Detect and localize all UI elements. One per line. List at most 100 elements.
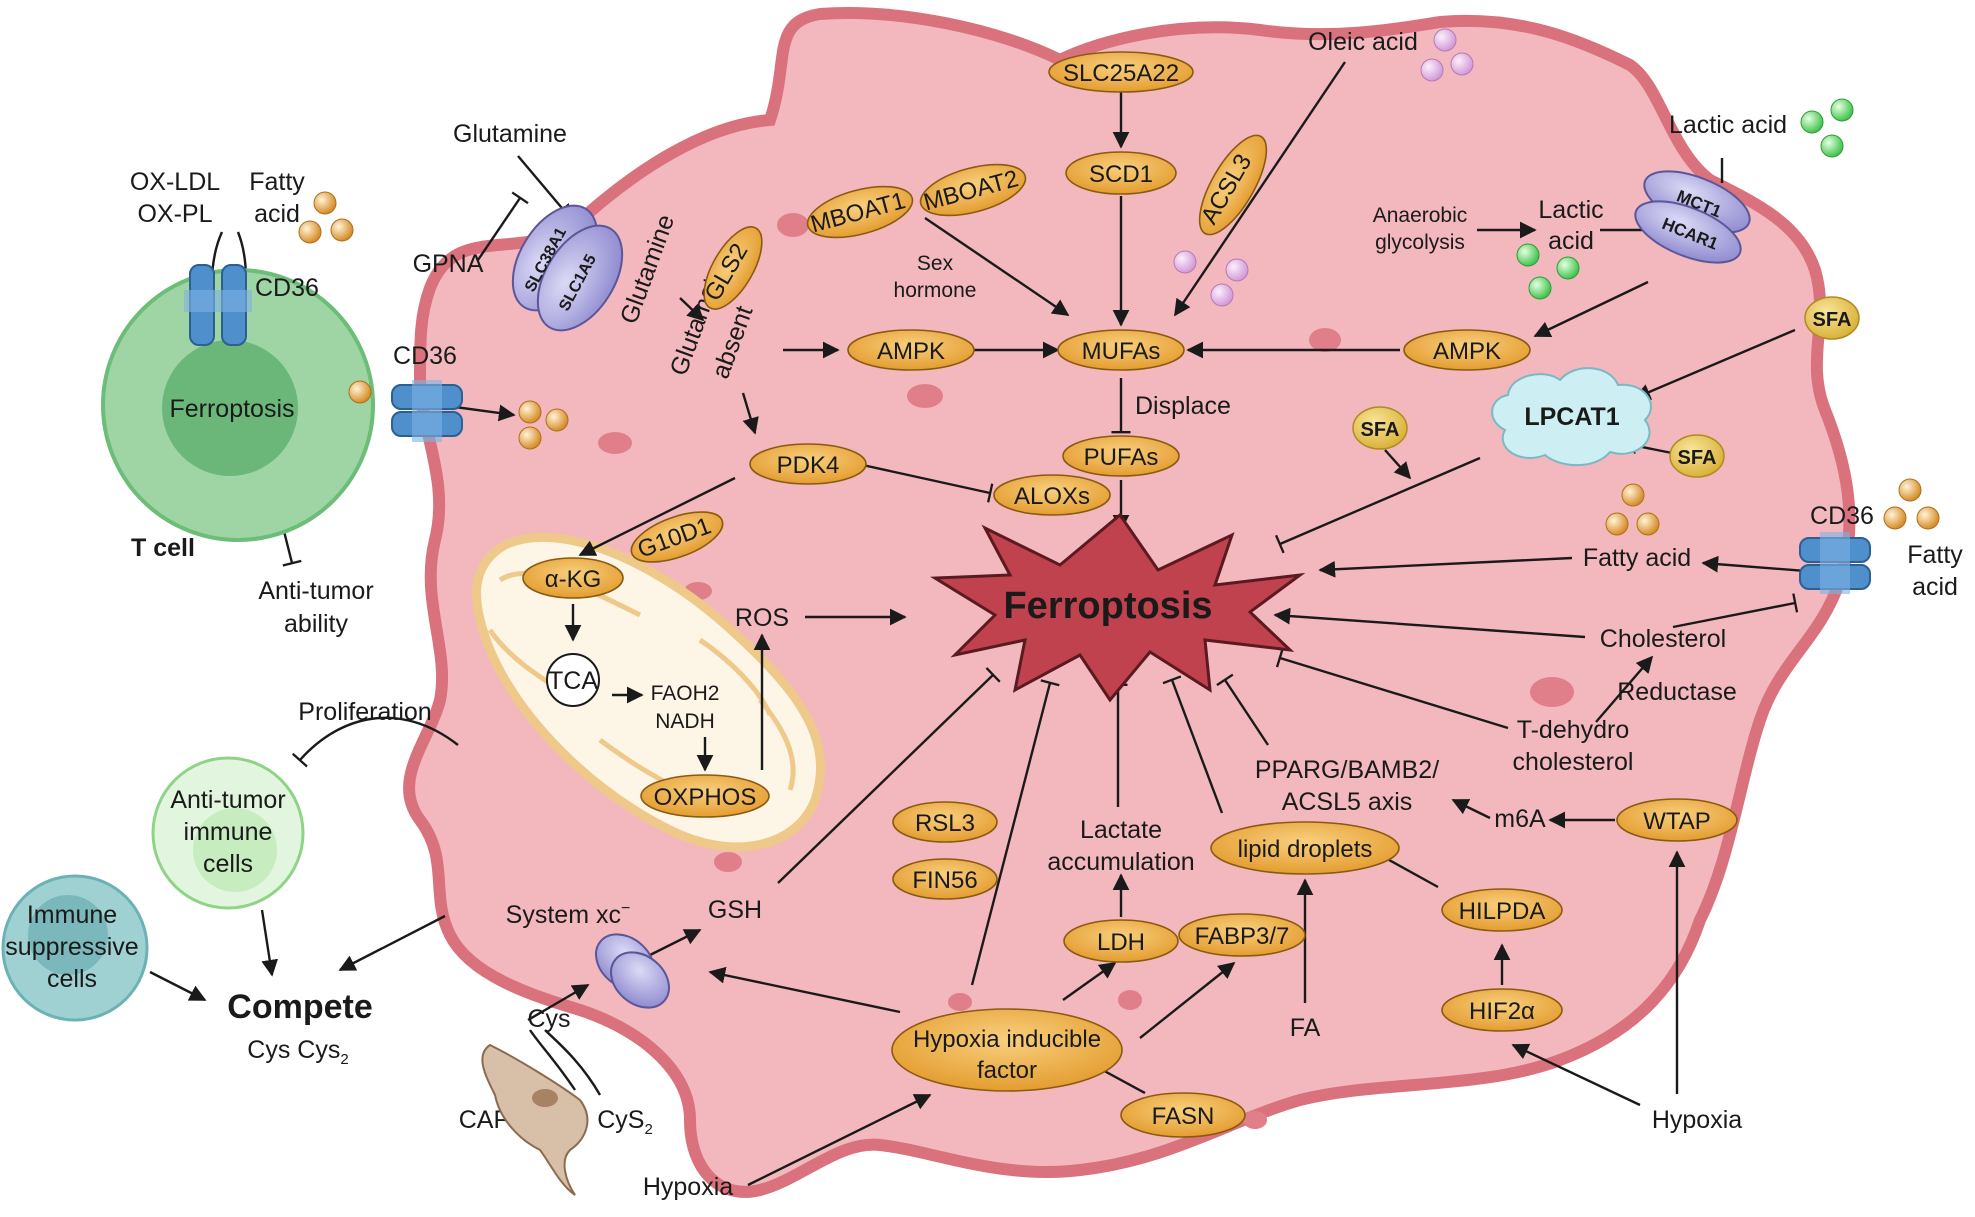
- tca-cycle: [546, 653, 600, 707]
- pparg-label-1: PPARG/BAMB2/: [1255, 756, 1439, 784]
- fatty-acid-molecules: [298, 191, 1940, 536]
- tcell-cd36-label: CD36: [255, 274, 319, 302]
- mct1-hcar1-transporter: [1634, 170, 1751, 264]
- compete-cys-label: Cys Cys2: [247, 1036, 348, 1068]
- pufas-label: PUFAs: [1084, 444, 1159, 471]
- hilpda-label: HILPDA: [1459, 898, 1546, 925]
- hypoxia-right-label: Hypoxia: [1652, 1106, 1742, 1134]
- anaerobic-label-1: Anaerobic: [1373, 204, 1468, 227]
- sfa-label-3: SFA: [1678, 447, 1717, 469]
- ros-label: ROS: [735, 604, 789, 632]
- cd36-transporter-right: [1799, 532, 1871, 594]
- system-xc-label: System xc−: [506, 900, 631, 929]
- cys2-text: CyS: [597, 1106, 644, 1134]
- fasn-label: FASN: [1152, 1103, 1215, 1130]
- tcell-ferroptosis-label: Ferroptosis: [169, 395, 294, 423]
- akg-label: α-KG: [545, 566, 602, 593]
- ldh-label: LDH: [1097, 929, 1145, 956]
- aloxs-label: ALOXs: [1014, 483, 1090, 510]
- fatty-acid-outer-label-1: Fatty: [1907, 541, 1963, 569]
- oxphos-label: OXPHOS: [654, 784, 757, 811]
- lactic-label-2: acid: [1548, 227, 1594, 255]
- glutamine-top-label: Glutamine: [453, 120, 567, 148]
- anti-tumor-ability-label: Anti-tumor: [258, 577, 373, 605]
- wtap-label: WTAP: [1643, 808, 1711, 835]
- glutamine-transporter: [511, 204, 624, 332]
- compete-label: Compete: [227, 988, 372, 1026]
- anti-tumor-immune-cell: [151, 756, 305, 910]
- tcell-caption: T cell: [131, 534, 195, 562]
- proliferation-label: Proliferation: [298, 698, 431, 726]
- nadh-label: NADH: [655, 710, 715, 733]
- enzyme-ovals: [522, 51, 1738, 1138]
- oxldl-label: OX-LDL: [130, 168, 220, 196]
- tca-label: TCA: [548, 667, 598, 695]
- sex-hormone-label-2: hormone: [894, 279, 977, 302]
- caf-cell: [481, 1043, 589, 1196]
- cys-label: Cys: [527, 1005, 570, 1033]
- slc25a22-label: SLC25A22: [1063, 60, 1179, 87]
- reductase-label: Reductase: [1617, 678, 1737, 706]
- pdk4-label: PDK4: [777, 452, 840, 479]
- cd36-transporter-tcell: [184, 264, 252, 346]
- fin56-label: FIN56: [912, 867, 977, 894]
- system-xc-transporter: [595, 933, 670, 1009]
- cd36-left-label: CD36: [393, 342, 457, 370]
- immune-label-3: cells: [203, 850, 253, 878]
- oxpl-label: OX-PL: [137, 200, 212, 228]
- system-xc-superscript: −: [621, 900, 630, 917]
- sfa-badges: [1352, 296, 1860, 478]
- displace-label: Displace: [1135, 392, 1231, 420]
- immune-label-2: immune: [184, 818, 273, 846]
- lipid-droplets-label: lipid droplets: [1238, 836, 1373, 863]
- tcell-fatty-label: Fatty: [249, 168, 305, 196]
- oleic-acid-label: Oleic acid: [1308, 28, 1418, 56]
- fabp-label: FABP3/7: [1195, 923, 1290, 950]
- rsl3-label: RSL3: [915, 810, 975, 837]
- lactic-acid-molecules: [1516, 98, 1854, 300]
- m6a-label: m6A: [1494, 805, 1546, 833]
- cytoplasm-blobs: [598, 213, 1574, 1129]
- scd1-label: SCD1: [1089, 161, 1153, 188]
- ferroptosis-center-label: Ferroptosis: [1003, 585, 1212, 627]
- hypoxia-bottom-label: Hypoxia: [643, 1173, 733, 1201]
- immune-label-1: Anti-tumor: [170, 786, 285, 814]
- cholesterol-label: Cholesterol: [1600, 625, 1726, 653]
- cys2-subscript: 2: [644, 1121, 652, 1138]
- lactate-label-2: accumulation: [1047, 848, 1194, 876]
- supp-label-1: Immune: [27, 901, 117, 929]
- faoh2-label: FAOH2: [651, 682, 720, 705]
- lactic-label-1: Lactic: [1538, 196, 1603, 224]
- ampk-left-label: AMPK: [877, 338, 945, 365]
- supp-label-2: suppressive: [5, 933, 138, 961]
- supp-label-3: cells: [47, 965, 97, 993]
- lactate-label-1: Lactate: [1080, 816, 1162, 844]
- compete-cys-text: Cys Cys: [247, 1036, 340, 1064]
- cd36-transporter-left: [391, 380, 463, 442]
- tdehydro-label-2: cholesterol: [1513, 748, 1634, 776]
- ampk-right-label: AMPK: [1433, 338, 1501, 365]
- anti-tumor-ability-label-2: ability: [284, 610, 348, 638]
- lactic-acid-top-label: Lactic acid: [1669, 111, 1787, 139]
- hif-label-1: Hypoxia inducible: [913, 1026, 1101, 1053]
- sex-hormone-label-1: Sex: [917, 252, 954, 275]
- pparg-label-2: ACSL5 axis: [1282, 788, 1413, 816]
- suppressive-cell: [1, 874, 149, 1022]
- fatty-acid-inner-label: Fatty acid: [1583, 544, 1691, 572]
- gpna-label: GPNA: [413, 250, 484, 278]
- gsh-label: GSH: [708, 896, 762, 924]
- cys2-label: CyS2: [597, 1106, 653, 1138]
- compete-cys2-subscript: 2: [340, 1051, 348, 1068]
- tdehydro-label-1: T-dehydro: [1517, 716, 1630, 744]
- sfa-label-1: SFA: [1813, 309, 1852, 331]
- sfa-label-2: SFA: [1361, 419, 1400, 441]
- hif-label-2: factor: [977, 1057, 1037, 1084]
- lpcat1-cloud: [1491, 367, 1652, 467]
- ferroptosis-burst: [930, 512, 1306, 703]
- tcell-acid-label: acid: [254, 200, 300, 228]
- hif2a-label: HIF2α: [1469, 998, 1535, 1025]
- lpcat1-label: LPCAT1: [1524, 403, 1619, 431]
- system-xc-text: System xc: [506, 901, 621, 929]
- oleic-acid-molecules: [1173, 28, 1474, 307]
